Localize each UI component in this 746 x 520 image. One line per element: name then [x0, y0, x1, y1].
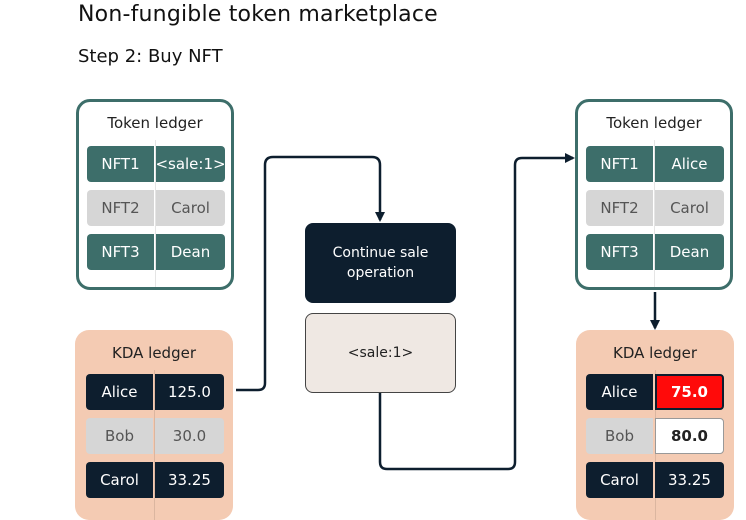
right-token-row-nft1: NFT1 Alice: [586, 146, 724, 182]
left-kda-value: 33.25: [155, 462, 224, 498]
left-token-key: NFT1: [87, 146, 154, 182]
right-token-row-nft3: NFT3 Dean: [586, 234, 724, 270]
right-kda-key: Alice: [586, 374, 653, 410]
right-token-value: Carol: [655, 190, 724, 226]
right-token-key: NFT1: [586, 146, 653, 182]
right-kda-ledger-title: KDA ledger: [613, 344, 697, 362]
right-token-value: Alice: [655, 146, 724, 182]
left-token-key: NFT3: [87, 234, 154, 270]
right-kda-key: Bob: [586, 418, 653, 454]
left-kda-value: 30.0: [155, 418, 224, 454]
left-token-value: Dean: [156, 234, 225, 270]
left-kda-key: Alice: [86, 374, 153, 410]
left-kda-row-alice: Alice 125.0: [86, 374, 224, 410]
right-token-row-nft2: NFT2 Carol: [586, 190, 724, 226]
right-token-key: NFT3: [586, 234, 653, 270]
continue-sale-operation-box: Continue sale operation: [305, 223, 456, 303]
right-token-ledger-title: Token ledger: [606, 114, 702, 132]
sale-reference-box: <sale:1>: [305, 313, 456, 393]
left-kda-key: Carol: [86, 462, 153, 498]
left-kda-row-bob: Bob 30.0: [86, 418, 224, 454]
left-kda-value: 125.0: [155, 374, 224, 410]
right-kda-value-highlighted: 80.0: [655, 418, 724, 454]
right-kda-key: Carol: [586, 462, 653, 498]
right-kda-row-carol: Carol 33.25: [586, 462, 724, 498]
left-token-key: NFT2: [87, 190, 154, 226]
left-kda-ledger-title: KDA ledger: [112, 344, 196, 362]
left-token-row-nft1: NFT1 <sale:1>: [87, 146, 226, 182]
page-title: Non-fungible token marketplace: [78, 2, 438, 27]
right-kda-row-alice: Alice 75.0: [586, 374, 724, 410]
right-kda-ledger: KDA ledger Alice 75.0 Bob 80.0 Carol 33.…: [576, 330, 734, 520]
left-kda-key: Bob: [86, 418, 153, 454]
left-token-value: Carol: [156, 190, 225, 226]
left-token-ledger: Token ledger NFT1 <sale:1> NFT2 Carol NF…: [76, 99, 234, 290]
page-subtitle: Step 2: Buy NFT: [78, 46, 223, 67]
arrow-kda-to-operation: [236, 155, 385, 392]
left-kda-ledger: KDA ledger Alice 125.0 Bob 30.0 Carol 33…: [75, 330, 233, 520]
left-token-row-nft2: NFT2 Carol: [87, 190, 225, 226]
left-token-row-nft3: NFT3 Dean: [87, 234, 225, 270]
right-token-ledger: Token ledger NFT1 Alice NFT2 Carol NFT3 …: [575, 99, 733, 290]
arrow-sale-to-token-ledger: [378, 153, 575, 471]
left-token-value: <sale:1>: [155, 146, 226, 182]
right-token-value: Dean: [655, 234, 724, 270]
right-kda-value-highlighted: 75.0: [655, 374, 724, 410]
right-kda-row-bob: Bob 80.0: [586, 418, 724, 454]
right-token-key: NFT2: [586, 190, 653, 226]
left-kda-row-carol: Carol 33.25: [86, 462, 224, 498]
right-kda-value: 33.25: [655, 462, 724, 498]
left-token-ledger-title: Token ledger: [107, 114, 203, 132]
